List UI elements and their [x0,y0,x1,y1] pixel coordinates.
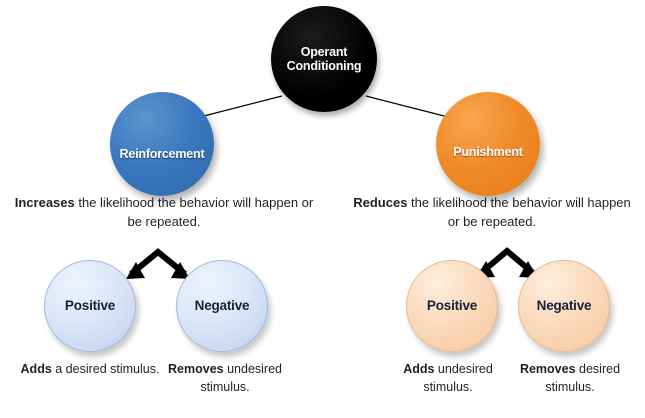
description-reinforcement: Increases the likelihood the behavior wi… [8,194,320,232]
node-positive-reinforcement[interactable]: Positive [44,260,136,352]
caption-negative-punishment: Removes desired stimulus. [502,360,638,396]
node-negative-reinforcement-label: Negative [194,298,250,314]
node-positive-punishment[interactable]: Positive [406,260,498,352]
caption-negative-reinforcement-keyword: Removes [168,362,224,376]
node-punishment[interactable]: Punishment [436,92,540,196]
node-negative-punishment[interactable]: Negative [518,260,610,352]
node-negative-punishment-label: Negative [536,298,592,314]
node-punishment-label: Punishment [453,145,523,159]
description-punishment: Reduces the likelihood the behavior will… [352,194,632,232]
node-reinforcement[interactable]: Reinforcement [110,92,214,196]
arrow-reinforcement-positive-negative [126,248,190,279]
node-positive-punishment-label: Positive [426,298,478,314]
connector-root-to-reinforcement [195,95,283,119]
caption-positive-punishment-text: undesired stimulus. [423,362,493,395]
description-punishment-text: the likelihood the behavior will happen … [407,195,631,229]
node-reinforcement-label: Reinforcement [119,147,205,161]
caption-positive-reinforcement-keyword: Adds [20,362,52,376]
caption-negative-reinforcement-text: undesired stimulus. [200,362,282,395]
caption-negative-punishment-keyword: Removes [519,362,576,376]
description-reinforcement-text: the likelihood the behavior will happen … [74,195,314,229]
caption-positive-punishment-keyword: Adds [403,362,435,376]
node-positive-reinforcement-label: Positive [64,298,116,314]
caption-positive-punishment: Adds undesired stimulus. [378,360,518,396]
caption-negative-punishment-text: desired stimulus. [545,362,621,395]
description-punishment-keyword: Reduces [353,195,408,210]
caption-positive-reinforcement: Adds a desired stimulus. [18,360,162,378]
caption-positive-reinforcement-text: a desired stimulus. [51,362,160,376]
caption-negative-reinforcement: Removes undesired stimulus. [150,360,300,396]
node-negative-reinforcement[interactable]: Negative [176,260,268,352]
description-reinforcement-keyword: Increases [14,195,75,210]
connector-root-to-punishment [365,95,453,119]
